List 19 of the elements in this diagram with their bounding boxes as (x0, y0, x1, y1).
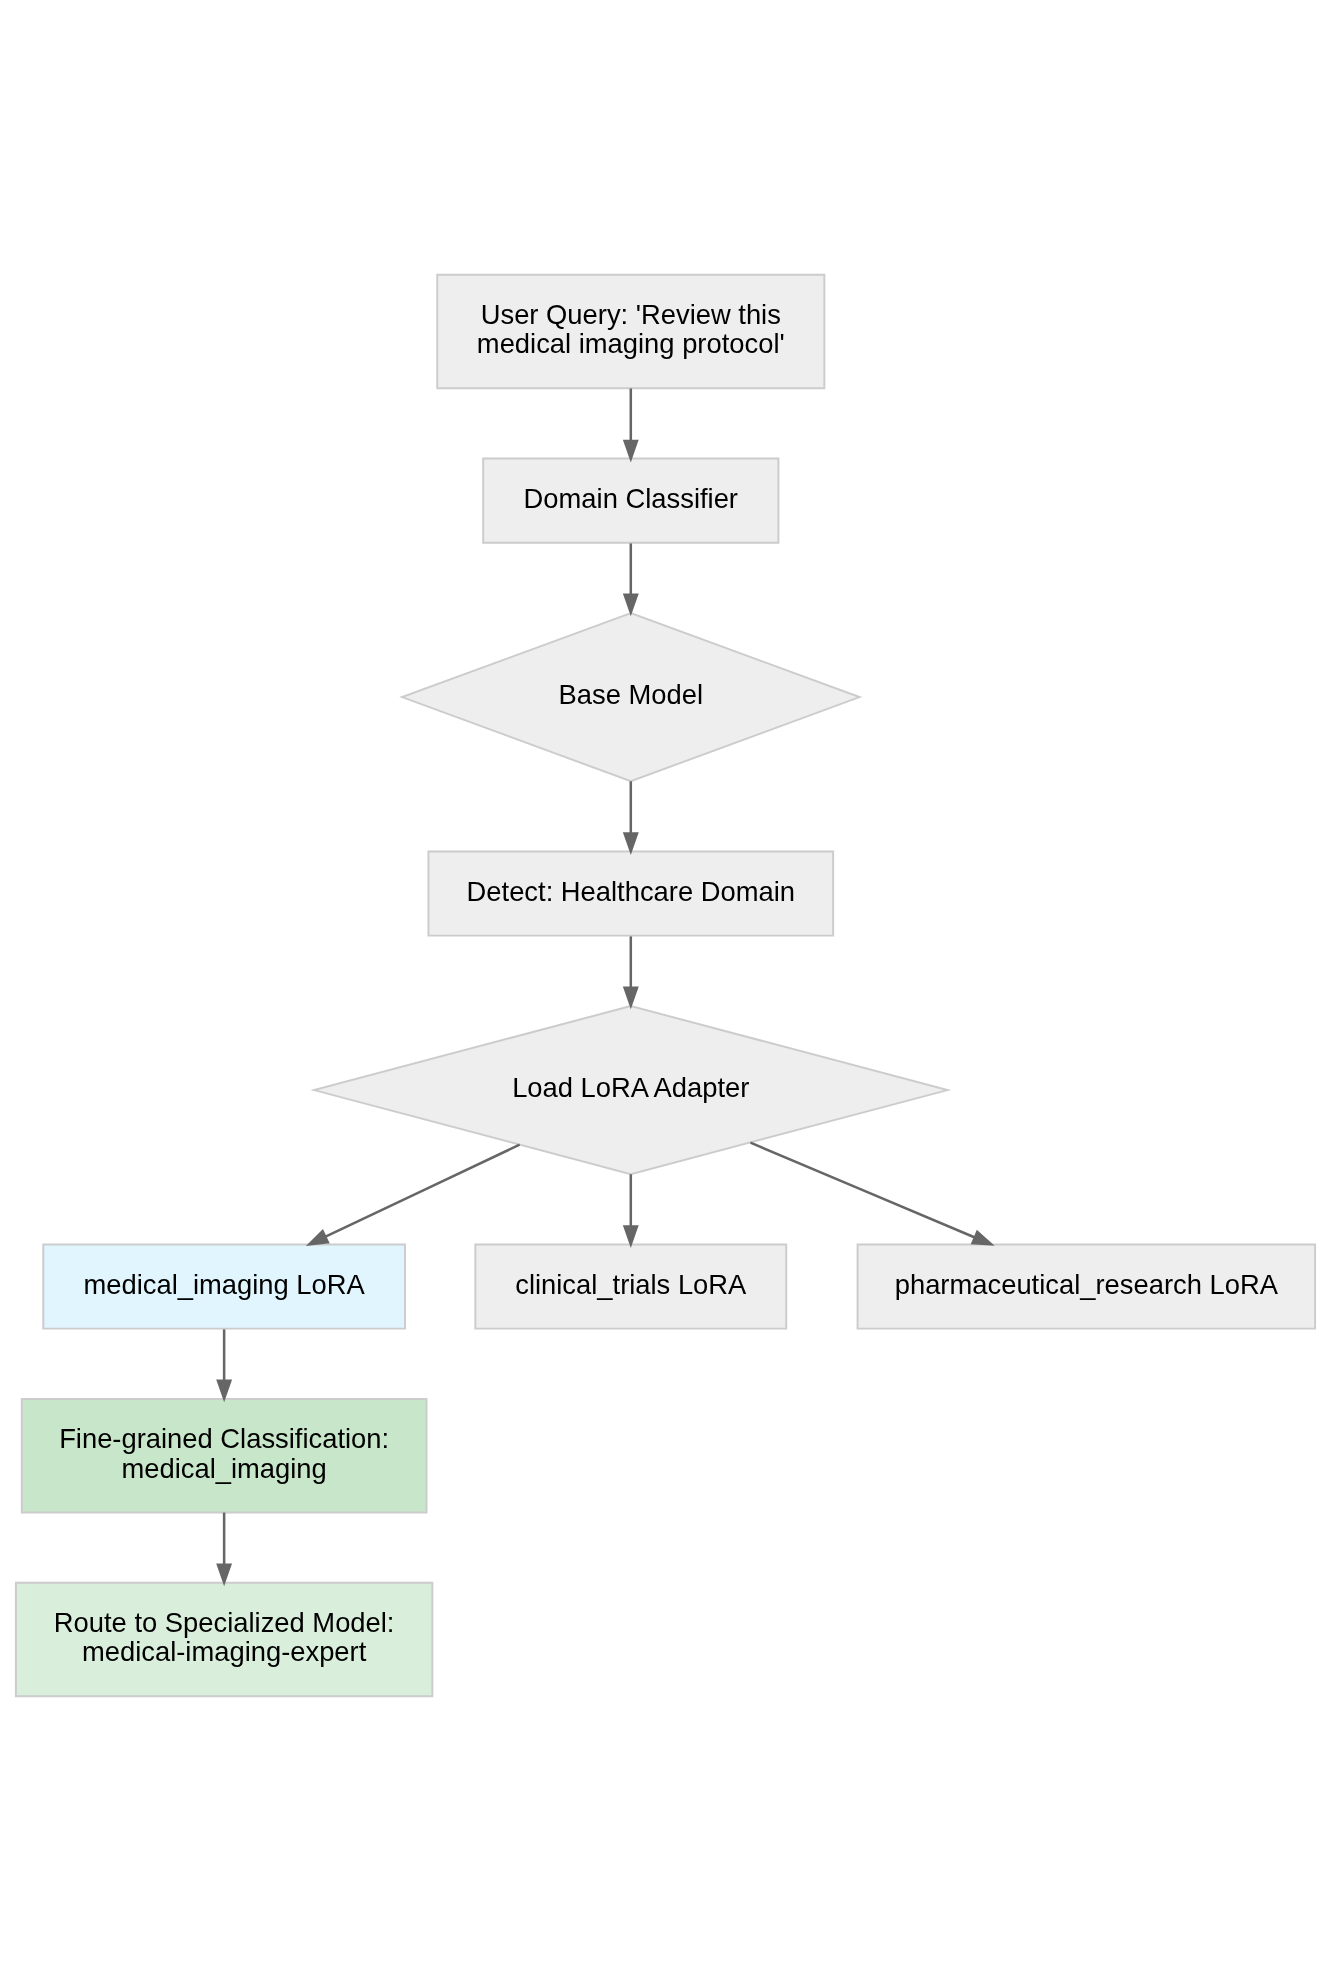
node-box: Route to Specialized Model: medical-imaging-expert (14, 1581, 434, 1697)
node-box: Fine-grained Classification: medical_imaging (20, 1397, 428, 1513)
node-box: clinical_trials LoRA (474, 1243, 788, 1330)
arrow (622, 935, 639, 1009)
arrow (305, 1143, 521, 1246)
node-box: pharmaceutical_research LoRA (856, 1243, 1317, 1330)
arrow (216, 1512, 233, 1586)
node-box: medical_imaging LoRA (42, 1243, 406, 1330)
node-diamond: Load LoRA Adapter (310, 1004, 952, 1175)
arrow (622, 780, 639, 855)
arrow (622, 542, 639, 616)
node-box: User Query: 'Review this medical imaging protocol' (436, 273, 826, 389)
arrow (216, 1328, 233, 1402)
node-box: Domain Classifier (482, 457, 780, 544)
arrow (750, 1141, 995, 1246)
node-diamond: Base Model (399, 611, 863, 782)
arrow (622, 388, 639, 462)
node-box: Detect: Healthcare Domain (427, 850, 835, 937)
arrow (622, 1173, 639, 1248)
